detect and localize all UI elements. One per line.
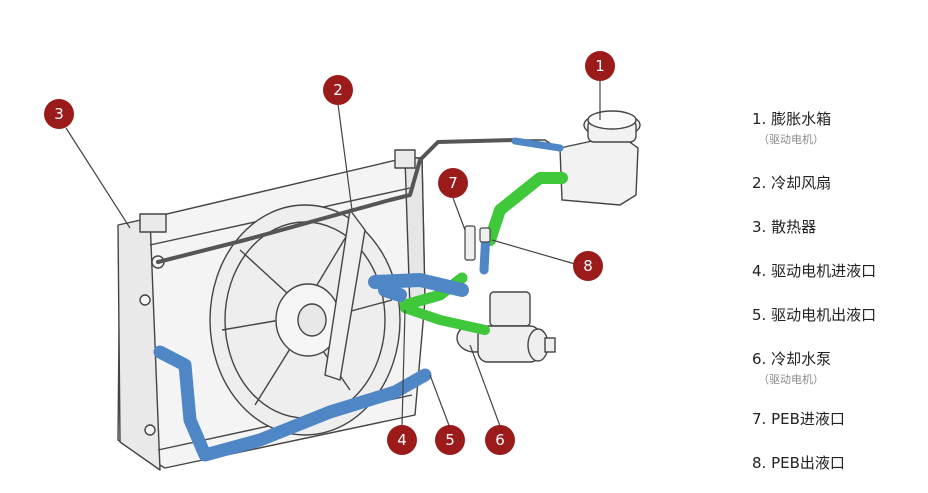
top-pipe-blue-segment <box>511 137 564 152</box>
legend-item-5: 5. 驱动电机出液口 <box>752 304 876 325</box>
legend-label: 6. 冷却水泵 <box>752 350 832 368</box>
svg-text:4: 4 <box>397 431 407 449</box>
legend-item-1: 1. 膨胀水箱 （驱动电机） <box>752 108 831 147</box>
legend-label: 8. PEB出液口 <box>752 454 845 472</box>
svg-text:6: 6 <box>495 431 505 449</box>
callout-7: 7 <box>438 168 468 198</box>
callout-4: 4 <box>387 425 417 455</box>
callout-6: 6 <box>485 425 515 455</box>
svg-text:7: 7 <box>448 174 458 192</box>
legend-sublabel: （驱动电机） <box>758 373 824 386</box>
callout-8: 8 <box>573 251 603 281</box>
legend-label: 2. 冷却风扇 <box>752 174 832 192</box>
legend-item-7: 7. PEB进液口 <box>752 408 845 429</box>
legend-sublabel: （驱动电机） <box>758 133 824 146</box>
peb-ports <box>464 225 491 261</box>
callout-1: 1 <box>585 51 615 81</box>
leader-lines <box>65 80 601 429</box>
svg-text:2: 2 <box>333 81 343 99</box>
legend-item-8: 8. PEB出液口 <box>752 452 845 473</box>
cooling-fan <box>209 204 401 436</box>
svg-text:1: 1 <box>595 57 605 75</box>
svg-text:5: 5 <box>445 431 455 449</box>
legend-item-4: 4. 驱动电机进液口 <box>752 260 876 281</box>
legend-item-3: 3. 散热器 <box>752 216 816 237</box>
callout-5: 5 <box>435 425 465 455</box>
legend-label: 1. 膨胀水箱 <box>752 110 832 128</box>
callout-2: 2 <box>323 75 353 105</box>
water-pump <box>456 291 556 363</box>
callout-3: 3 <box>44 99 74 129</box>
expansion-tank <box>520 110 641 206</box>
legend-label: 7. PEB进液口 <box>752 410 845 428</box>
top-return-pipe <box>156 138 532 264</box>
svg-text:8: 8 <box>583 257 593 275</box>
legend-item-6: 6. 冷却水泵 （驱动电机） <box>752 348 831 387</box>
legend-label: 5. 驱动电机出液口 <box>752 306 877 324</box>
legend-item-2: 2. 冷却风扇 <box>752 172 831 193</box>
legend-label: 4. 驱动电机进液口 <box>752 262 877 280</box>
svg-text:3: 3 <box>54 105 64 123</box>
legend-label: 3. 散热器 <box>752 218 817 236</box>
